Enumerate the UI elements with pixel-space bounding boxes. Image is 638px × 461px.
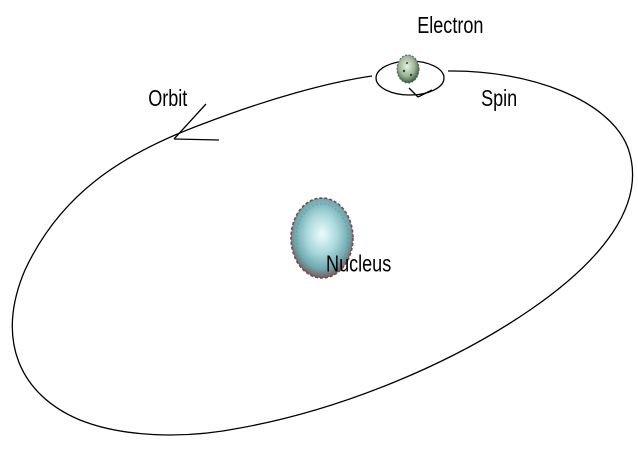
orbit-path [11, 70, 634, 436]
orbit-arrow-icon [173, 103, 220, 141]
spin-label: Spin [481, 86, 517, 112]
electron-icon [396, 54, 420, 84]
spin-arrow-icon [408, 87, 433, 98]
nucleus-label: Nucleus [326, 251, 391, 277]
electron-label: Electron [417, 13, 483, 39]
orbit-label: Orbit [148, 86, 187, 112]
nucleus-icon [290, 197, 354, 279]
